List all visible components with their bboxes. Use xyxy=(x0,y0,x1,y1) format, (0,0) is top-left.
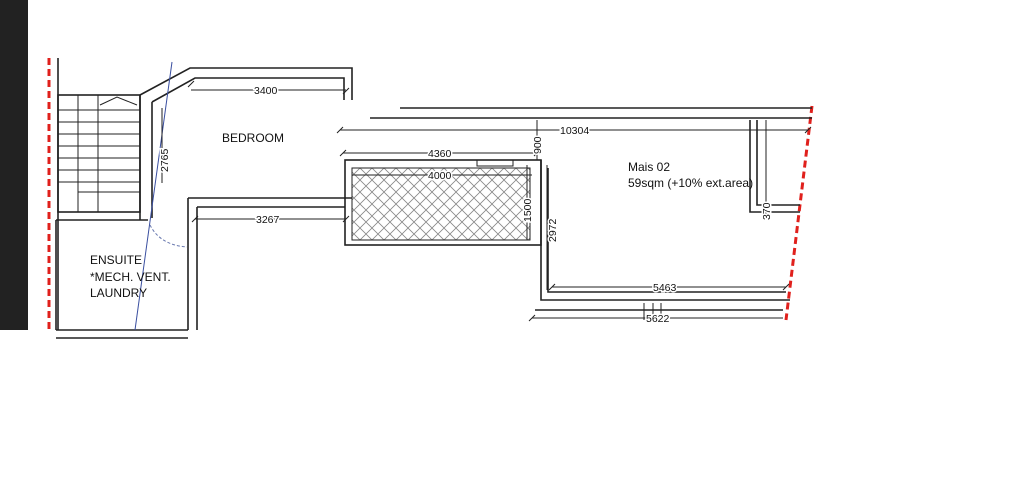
side-bar xyxy=(0,0,28,330)
dimension-lines xyxy=(161,80,812,322)
ensuite-walls xyxy=(55,219,188,339)
section-line xyxy=(134,61,173,331)
bedroom-walls xyxy=(139,67,353,330)
dim-corridor-width: 3267 xyxy=(256,214,280,226)
room-label-mech-vent: *MECH. VENT. xyxy=(90,270,171,284)
door-swing xyxy=(149,224,188,248)
balcony xyxy=(344,159,542,246)
room-label-bedroom: BEDROOM xyxy=(222,131,284,145)
site-boundary-right xyxy=(784,105,814,321)
dim-unit-length: 10304 xyxy=(560,125,589,137)
unit-area: 59sqm (+10% ext.area) xyxy=(628,176,753,190)
dim-balcony-inner: 4000 xyxy=(428,170,452,182)
staircase xyxy=(57,94,141,213)
dim-room-width-inner: 5463 xyxy=(653,282,677,294)
dim-balcony-outer: 4360 xyxy=(428,148,452,160)
dim-wall-offset: 900 xyxy=(532,136,544,154)
dim-bedroom-depth: 2765 xyxy=(159,148,171,172)
room-label-ensuite: ENSUITE xyxy=(90,253,142,267)
room-label-laundry: LAUNDRY xyxy=(90,286,147,300)
dim-balcony-depth: 1500 xyxy=(522,198,534,222)
dim-side-jog: 370 xyxy=(761,202,773,220)
unit-walls xyxy=(370,107,812,311)
dim-room-width-outer: 5622 xyxy=(646,313,670,325)
dim-bedroom-width: 3400 xyxy=(254,85,278,97)
unit-name: Mais 02 xyxy=(628,160,670,174)
dim-room-depth: 2972 xyxy=(547,218,559,242)
